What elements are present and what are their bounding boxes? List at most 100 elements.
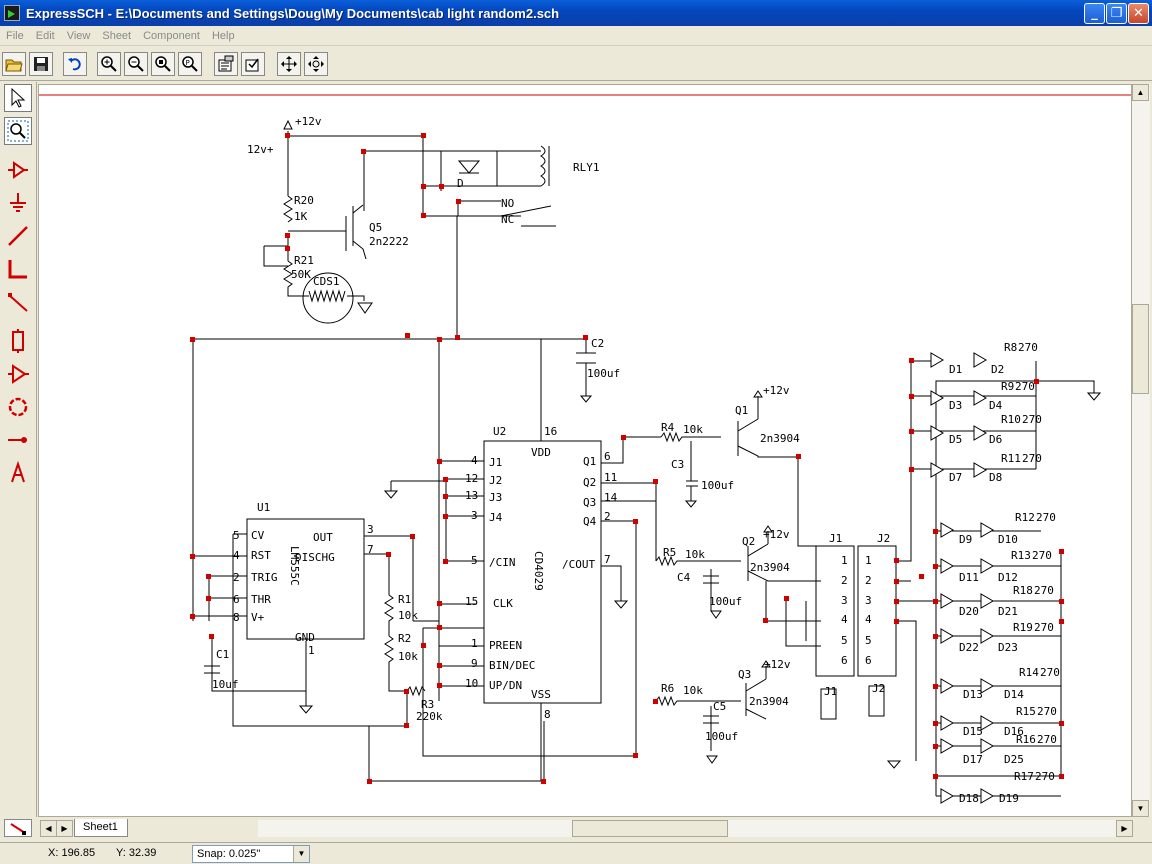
zoom-select-tool[interactable]: [4, 117, 32, 145]
menu-help[interactable]: Help: [211, 29, 235, 42]
netlist-icon: [245, 58, 259, 72]
toolbar: P: [0, 47, 1152, 81]
label-q1-type: 2n3904: [760, 432, 800, 445]
menu-component[interactable]: Component: [143, 29, 200, 42]
u2-pin-name: Q1: [583, 455, 596, 468]
minimize-button[interactable]: _: [1084, 3, 1105, 24]
properties-button[interactable]: [214, 52, 238, 76]
vertical-scroll-thumb[interactable]: [1132, 304, 1149, 394]
u2-pin-name: J3: [489, 491, 502, 504]
snap-value: 0.025": [228, 848, 261, 860]
zoom-in-icon: [101, 56, 117, 72]
open-folder-icon: [5, 59, 23, 72]
open-button[interactable]: [2, 52, 26, 76]
sheet-nav-icon[interactable]: [4, 819, 32, 837]
label-r1: R1: [398, 593, 411, 606]
menu-file[interactable]: File: [6, 29, 24, 42]
schematic-drawing[interactable]: +12v 12v+ RLY1 D NO NC R20 1K Q5 2n2222 …: [39, 85, 1132, 817]
label-c4: C4: [677, 571, 691, 584]
resistor-value: 270: [1040, 666, 1060, 679]
menu-view[interactable]: View: [66, 29, 91, 42]
label-q1-power: +12v: [763, 384, 790, 397]
led-label: D11: [959, 571, 979, 584]
horizontal-scroll-thumb[interactable]: [572, 820, 728, 837]
led-label: D23: [998, 641, 1018, 654]
bus-entry-icon: [8, 293, 28, 312]
zoom-out-button[interactable]: [124, 52, 148, 76]
label-c4-value: 100uf: [709, 595, 742, 608]
menu-edit[interactable]: Edit: [35, 29, 55, 42]
zoom-in-button[interactable]: [97, 52, 121, 76]
led-label: D1: [949, 363, 962, 376]
u1-pin-number: 2: [233, 571, 240, 584]
select-tool[interactable]: [4, 84, 32, 112]
sheet-next-button[interactable]: ▶: [56, 820, 73, 837]
chevron-down-icon[interactable]: ▼: [293, 846, 309, 862]
move-button[interactable]: [277, 52, 301, 76]
undo-button[interactable]: [63, 52, 87, 76]
sheet-prev-button[interactable]: ◀: [40, 820, 57, 837]
scroll-up-button[interactable]: ▲: [1132, 84, 1149, 101]
u2-pin-number: 14: [604, 491, 618, 504]
u1-pin-name: CV: [251, 529, 265, 542]
label-q5-type: 2n2222: [369, 235, 409, 248]
zoom-area-button[interactable]: [151, 52, 175, 76]
resistor-label: R8: [1004, 341, 1017, 354]
ground-tool[interactable]: [4, 189, 32, 217]
netlist-button[interactable]: [241, 52, 265, 76]
restore-button[interactable]: ❐: [1106, 3, 1127, 24]
bus-entry-tool[interactable]: [4, 288, 32, 316]
label-c2-value: 100uf: [587, 367, 620, 380]
j2-pin-number: 3: [865, 594, 872, 607]
led-label: D12: [998, 571, 1018, 584]
wire-tool[interactable]: [4, 222, 32, 250]
u1-pin-number: 8: [233, 611, 240, 624]
u2-pin-name: J1: [489, 456, 502, 469]
resistor-value: 270: [1022, 452, 1042, 465]
label-u1: U1: [257, 501, 270, 514]
resistor-label: R10: [1001, 413, 1021, 426]
pin-icon: [8, 437, 27, 443]
label-c3: C3: [671, 458, 684, 471]
u1-pin-number: 4: [233, 549, 240, 562]
led-label: D14: [1004, 688, 1024, 701]
u2-pin-number: 2: [604, 510, 611, 523]
led-label: D17: [963, 753, 983, 766]
resistor-label: R15: [1016, 705, 1036, 718]
vertical-scrollbar[interactable]: ▲ ▼: [1132, 84, 1150, 817]
close-button[interactable]: ✕: [1128, 3, 1149, 24]
power-symbol-tool[interactable]: [4, 156, 32, 184]
u2-pin-name: Q3: [583, 496, 596, 509]
save-button[interactable]: [29, 52, 53, 76]
label-c1: C1: [216, 648, 229, 661]
horizontal-scrollbar[interactable]: [258, 820, 1128, 837]
menu-sheet[interactable]: Sheet: [102, 29, 132, 42]
led-label: D6: [989, 433, 1002, 446]
snap-select[interactable]: Snap: 0.025" ▼: [192, 845, 310, 863]
bus-tool[interactable]: [4, 255, 32, 283]
pin-tool[interactable]: [4, 426, 32, 454]
resistor-value: 270: [1036, 511, 1056, 524]
schematic-canvas[interactable]: +12v 12v+ RLY1 D NO NC R20 1K Q5 2n2222 …: [38, 84, 1132, 817]
junction-tool[interactable]: [4, 393, 32, 421]
j2-pin-number: 6: [865, 654, 872, 667]
label-r6-value: 10k: [683, 684, 703, 697]
tab-sheet1[interactable]: Sheet1: [74, 819, 128, 837]
scroll-right-button[interactable]: ▶: [1116, 820, 1133, 837]
u2-pin-name: Q4: [583, 515, 597, 528]
text-tool[interactable]: [4, 459, 32, 487]
resistor-value: 270: [1037, 705, 1057, 718]
u2-pin-number: 3: [471, 509, 478, 522]
rotate-button[interactable]: [304, 52, 328, 76]
led-label: D18: [959, 792, 979, 805]
label-diode: D: [457, 177, 464, 190]
zoom-page-button[interactable]: P: [178, 52, 202, 76]
label-q1: Q1: [735, 404, 748, 417]
u2-pin-number: 7: [604, 553, 611, 566]
j2-pin-number: 1: [865, 554, 872, 567]
scroll-down-button[interactable]: ▼: [1132, 800, 1149, 817]
component-tool[interactable]: [4, 327, 32, 355]
status-x-coordinate: X: 196.85: [48, 847, 96, 859]
u2-pin-number: 5: [471, 554, 478, 567]
triangle-part-tool[interactable]: [4, 360, 32, 388]
